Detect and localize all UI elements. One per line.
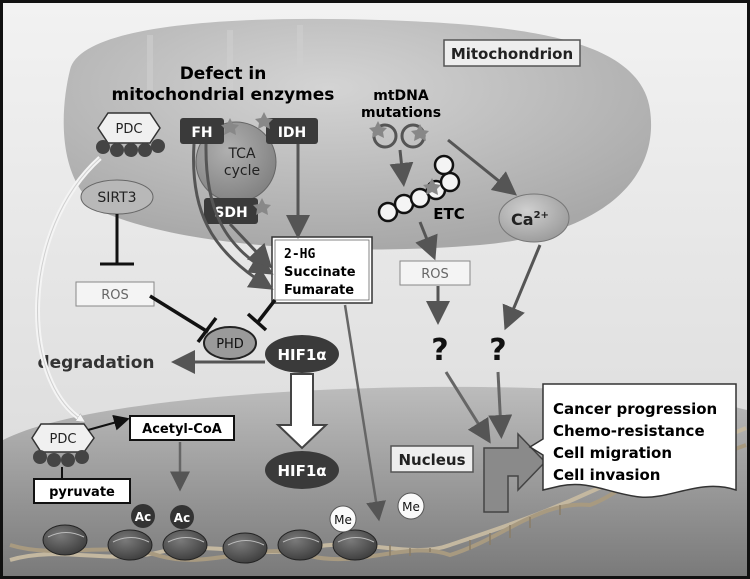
methylation-mark-1 bbox=[329, 505, 357, 533]
tca-label-line2: cycle bbox=[224, 163, 260, 179]
metabolites-to-methylation-arrow bbox=[343, 304, 386, 522]
pdc-complex-nucleus: PDC bbox=[31, 423, 95, 467]
metabolites-inhibit-phd-arrow bbox=[256, 298, 277, 324]
etc-mutation-star bbox=[423, 178, 441, 195]
phd-label: PHD bbox=[216, 337, 244, 352]
pdc-complex-mito: PDC bbox=[96, 112, 165, 157]
idh-box bbox=[266, 118, 318, 144]
acetyl-coa-box bbox=[129, 415, 235, 441]
hif-translocation-arrow bbox=[275, 373, 329, 450]
fh-label: FH bbox=[191, 125, 212, 141]
ros-inhibits-phd-bar bbox=[196, 316, 218, 344]
outcome-cell-invasion: Cell invasion bbox=[553, 466, 660, 484]
calcium-label: Ca2+ bbox=[511, 210, 549, 229]
mtdna-label-line1: mtDNA bbox=[373, 88, 429, 104]
metabolites-box-inner bbox=[274, 239, 370, 301]
pyruvate-label: pyruvate bbox=[49, 485, 115, 500]
right-question-to-gene-arrow bbox=[488, 371, 513, 439]
ac-label-1: Ac bbox=[135, 510, 151, 524]
defect-label-line1: Defect in bbox=[180, 64, 267, 84]
outcome-chemo-resistance: Chemo-resistance bbox=[553, 422, 705, 440]
metabolite-fumarate: Fumarate bbox=[284, 283, 354, 298]
acetyl-coa-label: Acetyl-CoA bbox=[142, 422, 222, 437]
phd-node bbox=[203, 326, 257, 360]
hif-label-nucleus: HIF1α bbox=[277, 462, 326, 480]
nucleus-label: Nucleus bbox=[398, 451, 465, 469]
etc-label: ETC bbox=[433, 205, 465, 223]
fh-box bbox=[180, 118, 224, 144]
ac-label-2: Ac bbox=[174, 511, 190, 525]
mtdna-to-etc-arrow bbox=[389, 149, 414, 187]
metabolites-inhibit-phd-bar bbox=[246, 312, 268, 332]
ros-right-label: ROS bbox=[421, 267, 449, 282]
ros-right-box bbox=[399, 260, 471, 286]
pdc-label-mito: PDC bbox=[116, 122, 143, 137]
mtdna-to-calcium-arrow bbox=[447, 138, 518, 196]
sdh-to-succinate-arrow bbox=[228, 222, 273, 269]
defect-label-line2: mitochondrial enzymes bbox=[112, 85, 335, 105]
ros-inhibits-phd-arrow bbox=[149, 294, 209, 334]
hif-label-cytoplasm: HIF1α bbox=[277, 346, 326, 364]
ros-left-box bbox=[75, 281, 155, 307]
etc-to-ros-arrow bbox=[415, 221, 438, 261]
me-label-1: Me bbox=[334, 513, 352, 527]
fh-mutation-star bbox=[221, 118, 239, 135]
sirt3-label: SIRT3 bbox=[97, 190, 136, 206]
nucleosomes bbox=[42, 524, 378, 564]
calcium-ion bbox=[498, 193, 570, 243]
metabolites-box bbox=[271, 236, 373, 304]
pyruvate-box bbox=[33, 478, 131, 504]
question-mark-right: ? bbox=[489, 333, 506, 368]
methylation-mark-2 bbox=[397, 492, 425, 520]
mtdna-label-line2: mutations bbox=[361, 105, 441, 121]
ros-left-label: ROS bbox=[101, 288, 129, 303]
pdc-to-acetylcoa-arrow bbox=[87, 414, 130, 431]
nucleus-label-box bbox=[390, 445, 474, 473]
metabolite-succinate: Succinate bbox=[284, 265, 356, 280]
mitochondrion-label: Mitochondrion bbox=[451, 45, 573, 63]
left-question-to-gene-arrow bbox=[444, 371, 491, 444]
idh-mutation-star bbox=[255, 112, 273, 129]
metabolite-2hg: 2-HG bbox=[284, 247, 315, 262]
mtdna-mutation-star bbox=[369, 121, 387, 138]
acetylation-mark-2 bbox=[170, 505, 194, 529]
transcription-start-arrow bbox=[483, 432, 547, 513]
hif-node-cytoplasm bbox=[265, 335, 339, 373]
calcium-to-question-arrow bbox=[502, 244, 542, 331]
tca-label-line1: TCA bbox=[227, 146, 256, 162]
pdc-label-nucleus: PDC bbox=[50, 432, 77, 447]
sdh-label: SDH bbox=[214, 205, 247, 221]
hif-node-nucleus bbox=[265, 451, 339, 489]
outcomes-banner bbox=[528, 383, 737, 498]
sdh-mutation-star bbox=[253, 198, 271, 215]
me-label-2: Me bbox=[402, 500, 420, 514]
outcome-cancer-progression: Cancer progression bbox=[553, 400, 717, 418]
mtdna-mutation-star-2 bbox=[411, 124, 429, 141]
nucleosome-wraps bbox=[47, 532, 375, 546]
outcome-cell-migration: Cell migration bbox=[553, 444, 672, 462]
acetylation-mark-1 bbox=[131, 504, 155, 528]
question-mark-left: ? bbox=[431, 333, 448, 368]
mitochondrion-label-box bbox=[443, 39, 581, 67]
cristae bbox=[147, 25, 303, 90]
pdc-translocation-arrow bbox=[37, 157, 101, 420]
idh-label: IDH bbox=[278, 125, 307, 141]
degradation-label: degradation bbox=[37, 353, 154, 373]
